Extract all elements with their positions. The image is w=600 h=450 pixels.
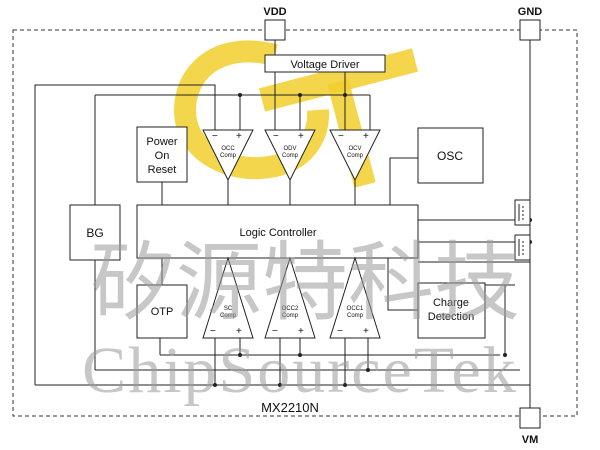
logic-controller-label: Logic Controller	[239, 227, 316, 239]
occ2-comparator: OCC2 Comp − +	[264, 256, 316, 339]
charge-detection-block	[417, 282, 486, 339]
charge-detection-label-1: Charge	[433, 297, 469, 309]
power-on-reset-label-1: Power	[146, 136, 178, 148]
osc-label: OSC	[437, 149, 463, 163]
svg-text:OCV: OCV	[348, 146, 361, 152]
otp-block	[136, 284, 188, 339]
bg-block	[69, 204, 121, 261]
chip-boundary	[12, 29, 578, 417]
watermark-chinese: 矽源特科技	[90, 233, 520, 333]
svg-text:OCC2: OCC2	[282, 306, 299, 312]
svg-text:+: +	[236, 326, 242, 337]
osc-block	[417, 127, 484, 184]
svg-text:OCC1: OCC1	[347, 306, 364, 312]
chip-name: MX2210N	[261, 400, 319, 415]
svg-text:+: +	[363, 326, 369, 337]
svg-text:+: +	[363, 131, 369, 142]
svg-text:−: −	[338, 131, 344, 142]
odv-comparator: − + ODV Comp	[264, 129, 316, 182]
svg-text:ODV: ODV	[283, 146, 296, 152]
svg-text:−: −	[210, 326, 216, 337]
gnd-pin	[519, 19, 541, 41]
svg-text:Comp: Comp	[282, 153, 299, 159]
svg-text:−: −	[337, 326, 343, 337]
power-on-reset-label-3: Reset	[148, 164, 177, 176]
ocv-comparator: − + OCV Comp	[329, 129, 381, 182]
power-on-reset-label-2: On	[155, 150, 170, 162]
power-on-reset-block	[136, 126, 188, 183]
svg-text:Comp: Comp	[347, 153, 364, 159]
bg-label: BG	[86, 226, 103, 240]
svg-text:−: −	[272, 326, 278, 337]
occ-comparator: − + OCC Comp	[202, 129, 254, 182]
charge-detection-label-2: Detection	[428, 311, 474, 323]
voltage-driver-label: Voltage Driver	[290, 59, 359, 71]
vm-label: VM	[522, 434, 539, 446]
svg-text:Comp: Comp	[220, 153, 237, 159]
vdd-label: VDD	[263, 6, 286, 18]
svg-text:Comp: Comp	[220, 313, 237, 319]
mosfet-switches	[514, 199, 531, 261]
svg-text:+: +	[236, 131, 242, 142]
logic-controller-block	[136, 204, 419, 259]
occ1-comparator: OCC1 Comp − +	[329, 256, 381, 339]
sc-comparator: SC Comp − +	[202, 256, 254, 339]
svg-text:−: −	[212, 131, 218, 142]
voltage-driver-block	[264, 54, 386, 73]
gnd-label: GND	[518, 6, 543, 18]
svg-text:SC: SC	[224, 306, 233, 312]
svg-text:OCC: OCC	[221, 146, 235, 152]
svg-text:−: −	[273, 131, 279, 142]
watermark-english: ChipSourceTek	[82, 334, 518, 407]
svg-text:+: +	[298, 326, 304, 337]
wires	[34, 40, 531, 408]
vdd-pin	[264, 19, 286, 41]
otp-label: OTP	[151, 306, 174, 318]
svg-text:Comp: Comp	[347, 313, 364, 319]
svg-text:Comp: Comp	[282, 313, 299, 319]
vm-pin	[519, 407, 541, 429]
svg-text:+: +	[298, 131, 304, 142]
